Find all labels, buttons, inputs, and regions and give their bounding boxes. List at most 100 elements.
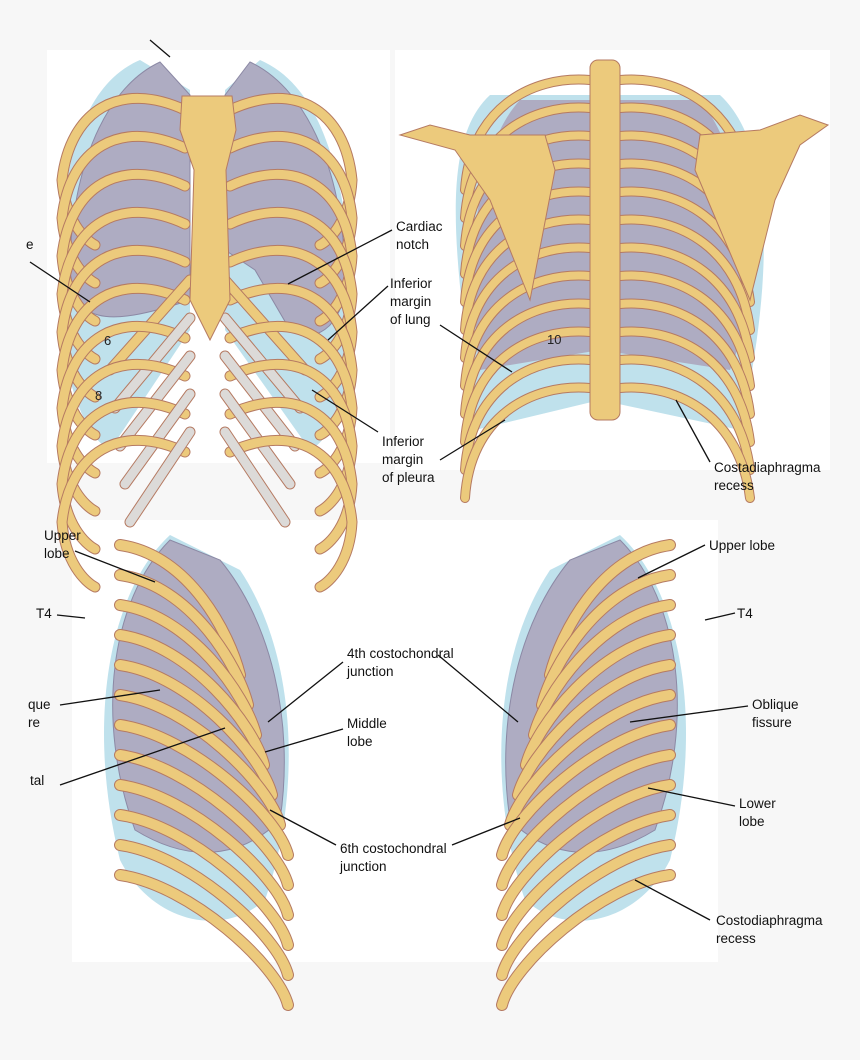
rib xyxy=(616,383,754,502)
rib xyxy=(225,321,357,478)
label-horizontal-fissure-cut: tal xyxy=(30,773,45,788)
rib xyxy=(521,630,675,770)
rib xyxy=(225,245,357,402)
rib xyxy=(57,283,190,440)
rib xyxy=(513,660,675,800)
label-cardiac-notch: Cardiac notch xyxy=(396,218,443,254)
rib xyxy=(57,169,190,326)
rib xyxy=(616,299,754,418)
rib xyxy=(115,570,253,710)
right-lateral-view xyxy=(104,535,294,1011)
label-line: junction xyxy=(347,664,394,679)
rib xyxy=(505,690,675,830)
rib xyxy=(225,131,357,288)
label-line: Upper xyxy=(44,528,81,543)
rib xyxy=(497,750,675,890)
front-view xyxy=(56,60,358,593)
rib xyxy=(115,720,293,860)
leader-line xyxy=(451,817,521,846)
rib xyxy=(461,383,594,502)
rib xyxy=(497,870,675,1010)
label-line: que xyxy=(28,697,51,712)
rib-number-8: 8 xyxy=(95,388,103,403)
leader-line xyxy=(74,550,156,583)
label-line: Costodiaphragma xyxy=(716,913,823,928)
rib xyxy=(57,321,190,478)
rib xyxy=(616,355,754,474)
leader-line xyxy=(59,689,161,706)
leader-line xyxy=(637,544,706,579)
leader-line xyxy=(704,612,736,621)
leader-line xyxy=(439,324,513,373)
leader-line xyxy=(327,285,389,341)
rib xyxy=(616,271,754,390)
rib xyxy=(225,283,357,440)
rib xyxy=(529,600,675,740)
rib-number-10: 10 xyxy=(547,332,562,347)
leader-line xyxy=(439,419,506,461)
rib xyxy=(57,131,190,288)
right-scapula xyxy=(694,114,830,302)
label-upper-lobe-right: Upper lobe xyxy=(44,527,81,563)
rib xyxy=(57,397,190,554)
left-scapula xyxy=(398,124,556,302)
rib xyxy=(461,103,594,222)
label-line: margin xyxy=(390,294,432,309)
leader-line xyxy=(647,787,736,807)
label-t4-right: T4 xyxy=(36,606,52,621)
leader-line xyxy=(149,39,171,58)
rib xyxy=(497,720,675,860)
rib xyxy=(225,397,357,554)
rib xyxy=(616,327,754,446)
leader-line xyxy=(269,809,337,846)
rib xyxy=(225,169,357,326)
rib xyxy=(497,840,675,980)
rib xyxy=(220,427,290,527)
rib xyxy=(545,540,675,680)
rib xyxy=(497,780,675,920)
rib xyxy=(461,299,594,418)
leader-line xyxy=(29,261,91,303)
rib xyxy=(616,243,754,362)
rib xyxy=(57,93,190,250)
leader-lines xyxy=(29,39,749,921)
leader-line xyxy=(59,727,226,786)
left-lateral-view xyxy=(496,535,686,1011)
leader-line xyxy=(311,389,379,433)
rib xyxy=(115,840,293,980)
leader-line xyxy=(287,229,393,285)
rib xyxy=(115,810,293,950)
leader-line xyxy=(675,399,711,463)
rib xyxy=(115,630,269,770)
label-line: fissure xyxy=(752,715,792,730)
label-4th-costochondral: 4th costochondral junction xyxy=(347,645,454,681)
label-cut-front: e xyxy=(26,237,34,252)
leader-line xyxy=(56,614,86,619)
rib xyxy=(225,207,357,364)
label-line: lobe xyxy=(44,546,70,561)
rib xyxy=(225,93,357,250)
label-line: Cardiac xyxy=(396,219,443,234)
leader-line xyxy=(267,661,344,723)
label-line: re xyxy=(28,715,41,730)
leader-line xyxy=(634,879,711,921)
label-line: of pleura xyxy=(382,470,435,485)
rib xyxy=(57,359,190,516)
rib xyxy=(115,780,293,920)
rib xyxy=(461,327,594,446)
rib xyxy=(115,870,293,1010)
label-line: Costadiaphragma xyxy=(714,460,821,475)
label-line: 6th costochondral xyxy=(340,841,447,856)
rib xyxy=(225,359,357,516)
label-line: notch xyxy=(396,237,430,252)
rib xyxy=(125,427,195,527)
label-line: 4th costochondral xyxy=(347,646,454,661)
rib xyxy=(57,435,190,592)
rib xyxy=(57,207,190,364)
rib xyxy=(115,600,261,740)
